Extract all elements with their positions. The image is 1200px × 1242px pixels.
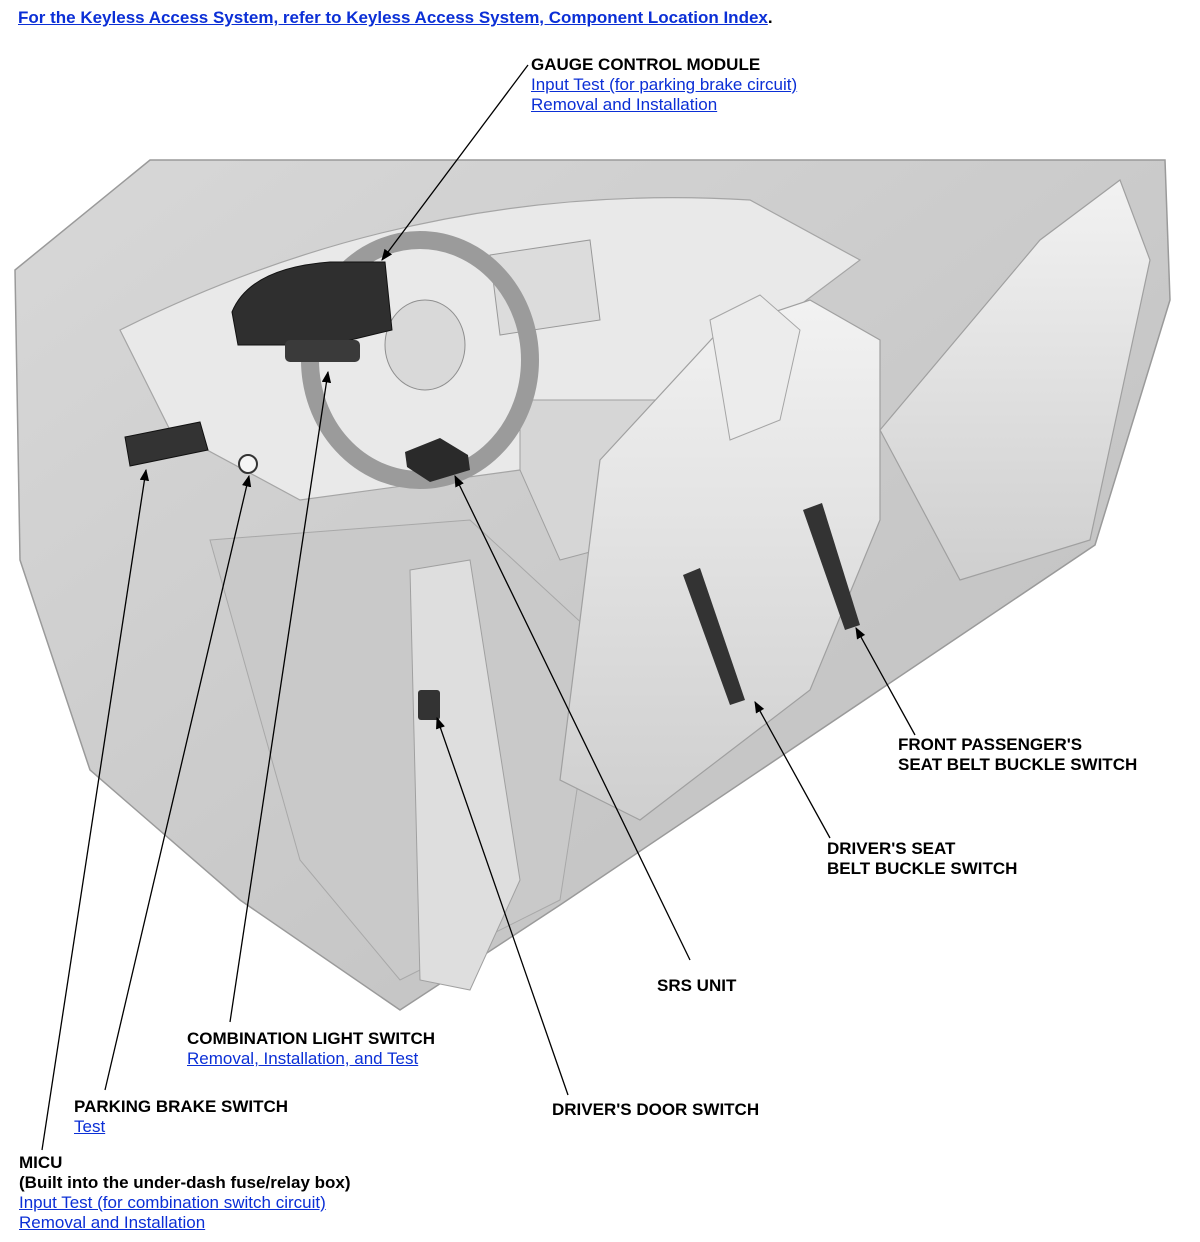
micu-shape <box>124 421 209 467</box>
callout-micu: MICU (Built into the under-dash fuse/rel… <box>19 1153 351 1233</box>
front-passenger-title-line1: FRONT PASSENGER'S <box>898 735 1083 754</box>
combination-light-switch-shape <box>285 340 360 362</box>
passenger-seat-belt-buckle-shape <box>803 503 860 630</box>
keyless-access-header: For the Keyless Access System, refer to … <box>18 8 773 28</box>
leader-srs <box>454 474 691 961</box>
callout-front-passenger-buckle: FRONT PASSENGER'S SEAT BELT BUCKLE SWITC… <box>898 735 1137 775</box>
driver-seat-title-line2: BELT BUCKLE SWITCH <box>827 859 1018 878</box>
micu-input-test-link[interactable]: Input Test (for combination switch circu… <box>19 1193 326 1212</box>
gauge-control-module-shape <box>231 261 393 346</box>
leader-passenger-seat <box>855 626 916 736</box>
leader-gauge <box>381 64 529 261</box>
leader-parking-brake <box>104 474 252 1091</box>
driver-door-switch-shape <box>418 690 440 720</box>
gauge-removal-link[interactable]: Removal and Installation <box>531 95 718 114</box>
leader-micu <box>41 468 150 1151</box>
callout-driver-door-switch: DRIVER'S DOOR SWITCH <box>552 1100 759 1120</box>
parking-brake-test-link[interactable]: Test <box>74 1117 106 1136</box>
combination-removal-test-link[interactable]: Removal, Installation, and Test <box>187 1049 419 1068</box>
callout-gauge-control-module: GAUGE CONTROL MODULE Input Test (for par… <box>531 55 797 115</box>
gauge-input-test-link[interactable]: Input Test (for parking brake circuit) <box>531 75 798 94</box>
leader-driver-seat <box>754 700 831 839</box>
door-pillar <box>409 559 521 991</box>
parking-brake-switch-shape <box>238 454 258 474</box>
srs-unit-shape <box>405 438 470 482</box>
callout-parking-brake-switch: PARKING BRAKE SWITCH Test <box>74 1097 288 1137</box>
header-period: . <box>767 8 773 27</box>
callout-combination-light-switch: COMBINATION LIGHT SWITCH Removal, Instal… <box>187 1029 435 1069</box>
callout-driver-seat-buckle: DRIVER'S SEAT BELT BUCKLE SWITCH <box>827 839 1017 879</box>
combination-light-switch-title: COMBINATION LIGHT SWITCH <box>187 1029 436 1048</box>
front-passenger-title-line2: SEAT BELT BUCKLE SWITCH <box>898 755 1138 774</box>
driver-seat-title-line1: DRIVER'S SEAT <box>827 839 956 858</box>
srs-unit-title: SRS UNIT <box>657 976 737 995</box>
parking-brake-switch-title: PARKING BRAKE SWITCH <box>74 1097 289 1116</box>
callout-srs-unit: SRS UNIT <box>657 976 736 996</box>
driver-seat-headrest <box>709 294 801 441</box>
leader-combination <box>229 370 332 1023</box>
driver-door-switch-title: DRIVER'S DOOR SWITCH <box>552 1100 760 1119</box>
driver-seat-belt-buckle-shape <box>683 568 745 705</box>
steering-hub <box>384 299 466 391</box>
micu-removal-link[interactable]: Removal and Installation <box>19 1213 206 1232</box>
gauge-control-module-title: GAUGE CONTROL MODULE <box>531 55 761 74</box>
micu-title: MICU <box>19 1153 63 1172</box>
leader-door <box>436 716 569 1096</box>
passenger-seat <box>879 179 1151 581</box>
micu-subtitle: (Built into the under-dash fuse/relay bo… <box>19 1173 351 1192</box>
keyless-access-link[interactable]: For the Keyless Access System, refer to … <box>18 8 768 27</box>
